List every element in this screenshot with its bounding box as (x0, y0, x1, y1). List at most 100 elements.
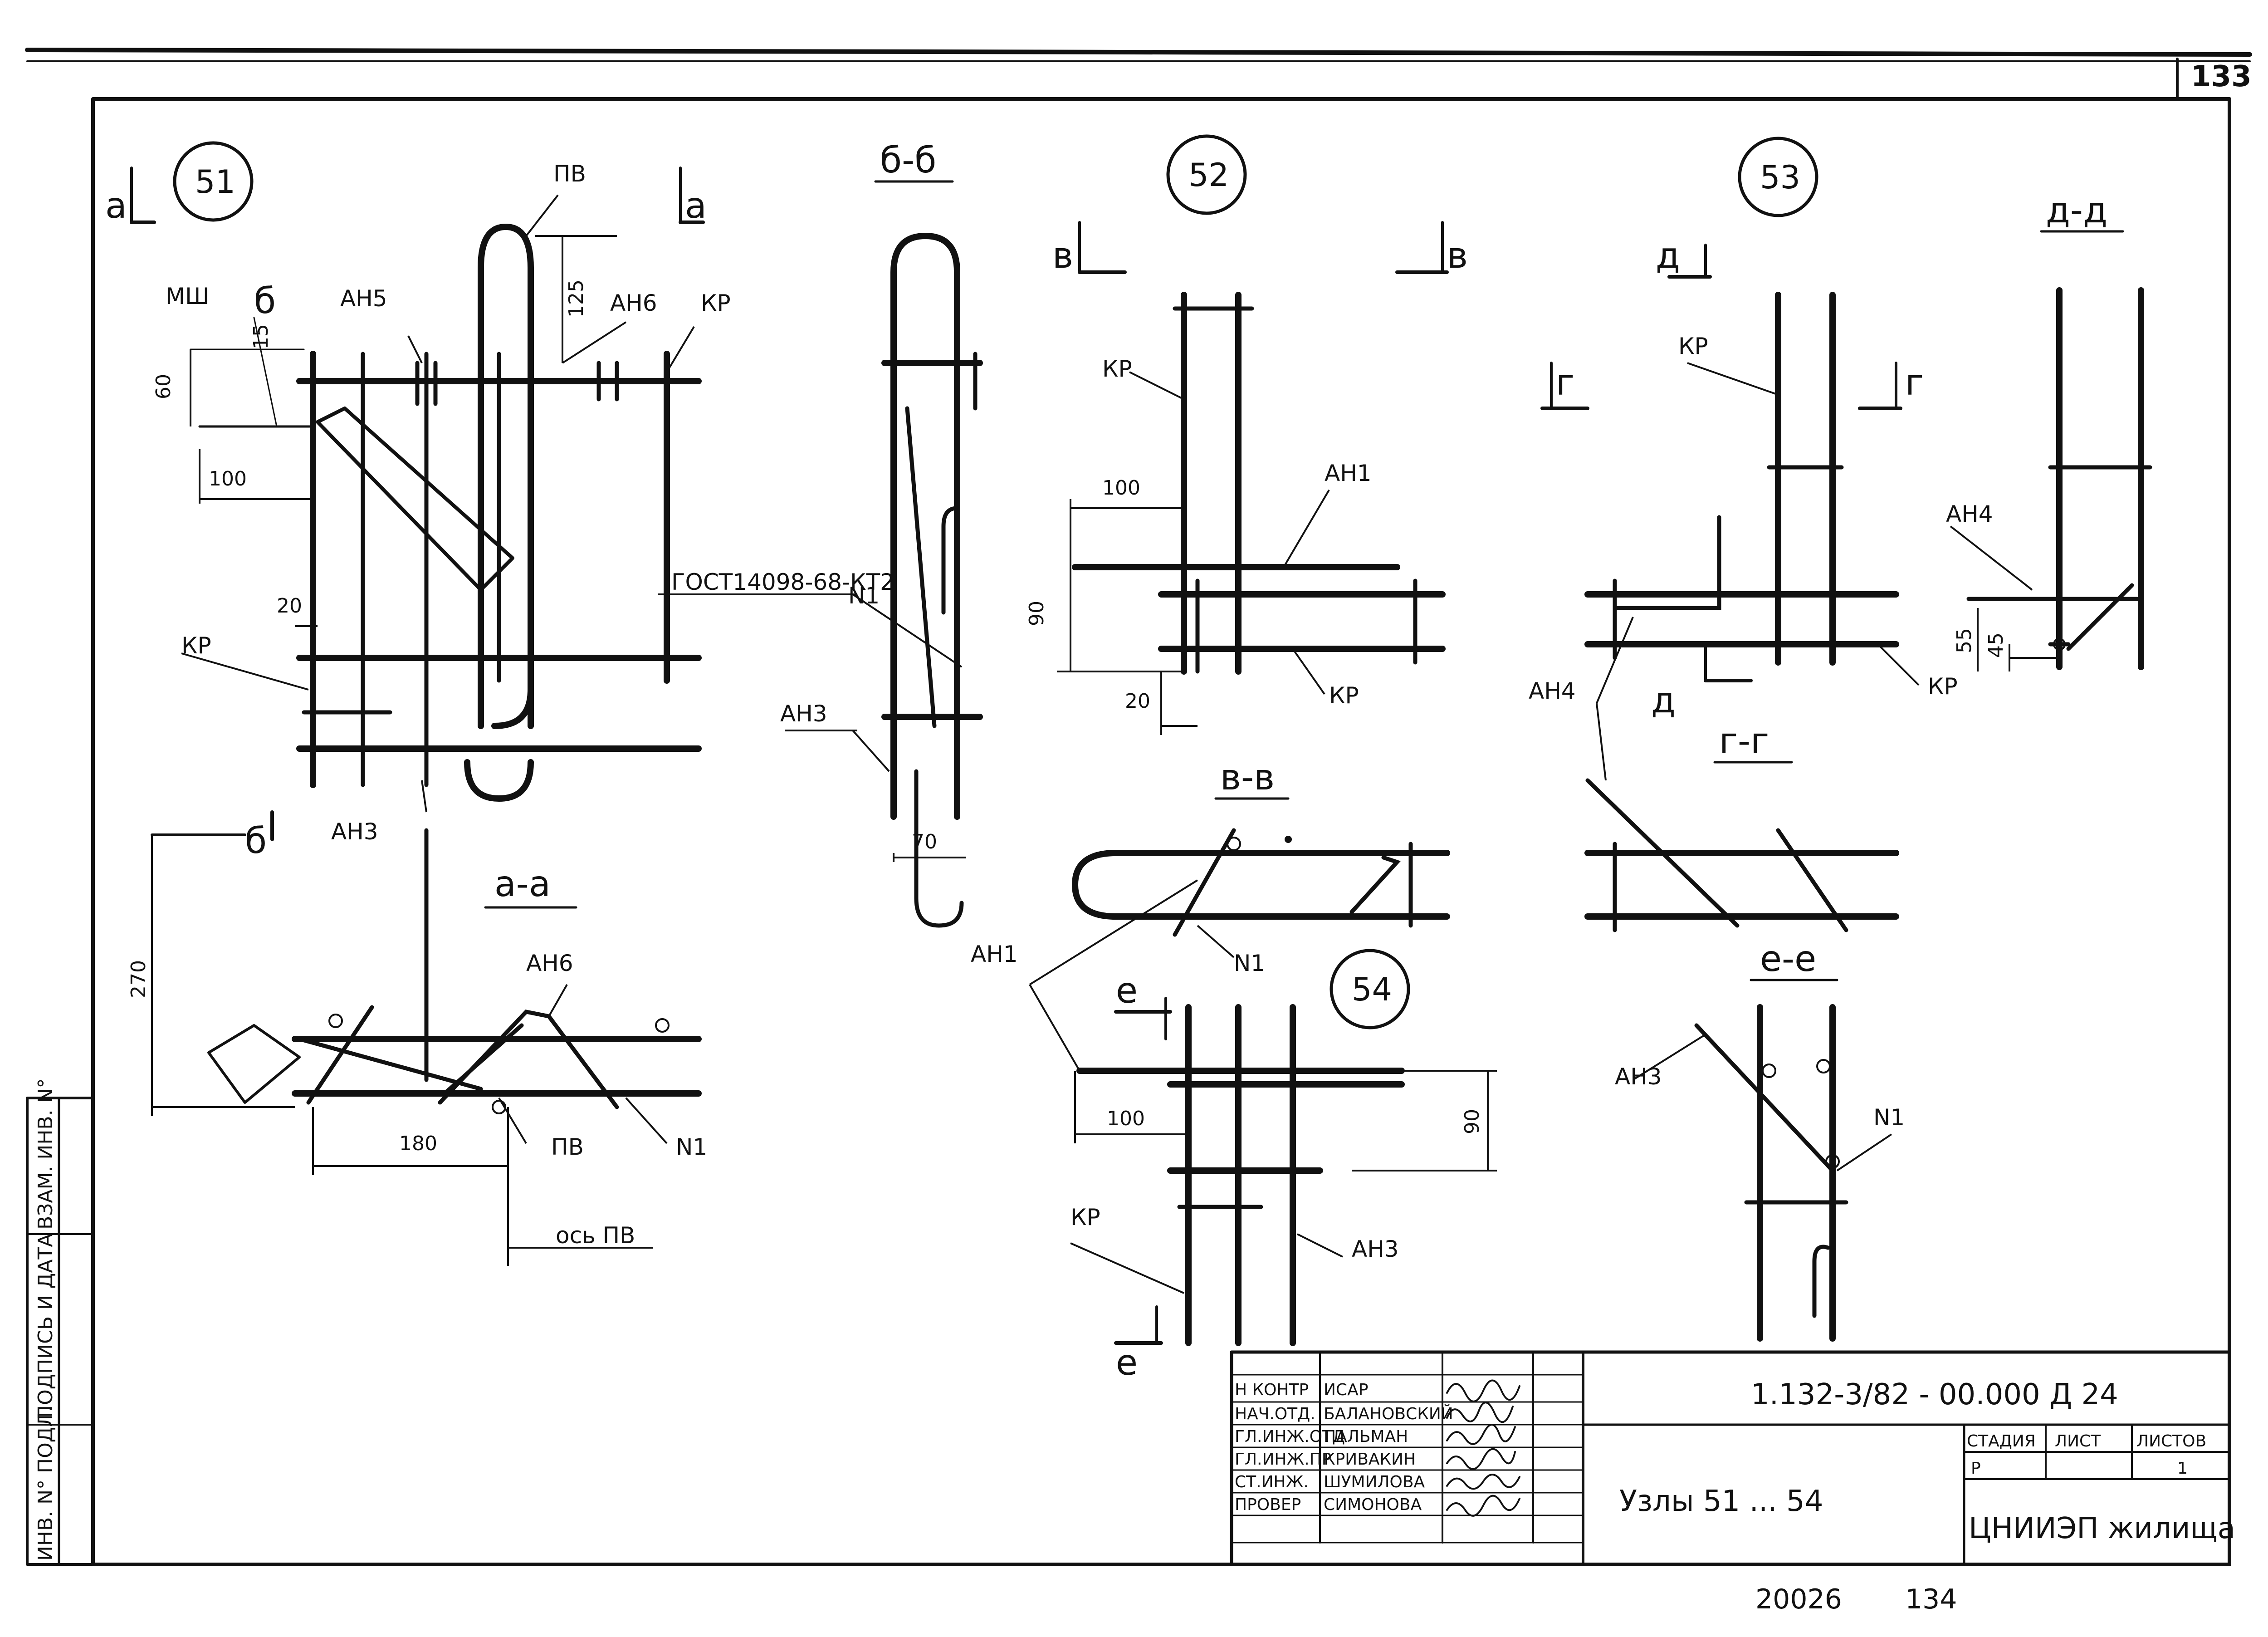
cut-mark-e-top: е (1116, 970, 1138, 1011)
n51-kr-label-left: КР (181, 632, 211, 659)
cut-mark-v-right: в (1447, 235, 1468, 276)
tb-sheet-header: ЛИСТ (2055, 1432, 2101, 1451)
n54-kr-label: КР (1070, 1204, 1100, 1230)
node-51-label: 51 (195, 163, 235, 201)
tb-sheets-header: ЛИСТОВ (2136, 1432, 2206, 1451)
n54-an3-label: АН3 (1352, 1236, 1399, 1262)
ee-n1-label: N1 (1873, 1104, 1905, 1131)
n52-kr-label-bottom: КР (1329, 682, 1359, 709)
cut-mark-e-bottom: е (1116, 1343, 1138, 1383)
n52-dim-20: 20 (1125, 690, 1150, 713)
stamp-inv-podl: ИНВ. N° ПОДЛ. (34, 1406, 57, 1561)
bb-an3-label: АН3 (780, 701, 827, 727)
tb-name-1: БАЛАНОВСКИЙ (1324, 1404, 1453, 1423)
tb-organization: ЦНИИЭП жилища (1969, 1512, 2235, 1545)
dd-an4-label: АН4 (1946, 501, 1993, 527)
dd-dim-45: 45 (1984, 632, 2008, 658)
tb-role-4: СТ.ИНЖ. (1235, 1473, 1309, 1491)
node-54-drawing: 54 е е АН1 КР АН3 100 90 (971, 879, 1497, 1383)
aa-dim-180: 180 (399, 1132, 437, 1155)
tb-stage-header: СТАДИЯ (1967, 1432, 2036, 1451)
sheet-number: 133 (2191, 60, 2252, 93)
n52-dim-90: 90 (1025, 601, 1048, 626)
sheet-frame (25, 48, 2252, 1566)
n52-dim-100: 100 (1102, 476, 1140, 500)
n51-msh-label: МШ (166, 283, 210, 309)
n52-an1-label: АН1 (1325, 460, 1372, 486)
n54-dim-100: 100 (1107, 1107, 1145, 1130)
tb-role-3: ГЛ.ИНЖ.ПР (1235, 1450, 1331, 1469)
tb-role-0: Н КОНТР (1235, 1381, 1309, 1399)
n51-an6-label: АН6 (610, 290, 657, 316)
section-d-d-title: д-д (2046, 190, 2107, 231)
cut-mark-g-right: г (1905, 363, 1924, 403)
n51-dim-125: 125 (565, 279, 588, 318)
node-52-drawing: 52 в в КР АН1 КР 100 20 90 (1025, 134, 1468, 735)
n52-kr-label-top: КР (1102, 356, 1132, 382)
tb-role-5: ПРОВЕР (1235, 1495, 1301, 1514)
aa-dim-270: 270 (127, 960, 150, 998)
node-54-label: 54 (1352, 971, 1392, 1008)
section-v-v-drawing: в-в N1 (1071, 757, 1450, 976)
node-52-label: 52 (1188, 157, 1229, 194)
tb-document-code: 1.132-3/82 - 00.000 Д 24 (1751, 1378, 2118, 1412)
tb-role-2: ГЛ.ИНЖ.ОТД (1235, 1427, 1345, 1446)
section-g-g-title: г-г (1719, 721, 1769, 762)
side-stamp: ИНВ. N° ПОДЛ. ПОДПИСЬ И ДАТА ВЗАМ. ИНВ. … (26, 1078, 94, 1566)
section-a-a-drawing: а-а б АН6 ПВ N1 180 270 ось ПВ (127, 810, 707, 1266)
signatures (1446, 1379, 1520, 1517)
tb-role-1: НАЧ.ОТД. (1235, 1405, 1315, 1423)
tb-name-4: ШУМИЛОВА (1324, 1473, 1425, 1491)
cut-mark-b-top: б (254, 281, 276, 322)
tb-name-0: ИСАР (1324, 1381, 1368, 1399)
section-v-v-title: в-в (1220, 757, 1275, 798)
n51-an3-label: АН3 (331, 818, 378, 845)
cut-mark-g-left: г (1556, 363, 1574, 403)
node-53-drawing: 53 д г г д КР КР АН4 (1529, 137, 1958, 781)
cut-mark-a-right: а (685, 186, 707, 226)
aa-an6-label: АН6 (526, 950, 573, 976)
ee-an3-label: АН3 (1615, 1064, 1662, 1090)
bb-dim-70: 70 (912, 830, 937, 853)
tb-title: Узлы 51 ... 54 (1619, 1485, 1823, 1518)
cut-mark-v-left: в (1052, 235, 1073, 276)
tb-name-3: КРИВАКИН (1324, 1450, 1416, 1469)
n51-dim-20: 20 (277, 594, 302, 618)
node-51-drawing: 51 а а (105, 141, 731, 845)
cut-mark-b-bottom: б (245, 821, 267, 862)
bb-n1-label: N1 (848, 583, 880, 609)
tb-name-2: ПАЛЬМАН (1324, 1427, 1408, 1446)
cut-mark-d-top: д (1656, 235, 1680, 276)
n51-dim-15: 15 (249, 324, 273, 349)
axis-pv-label: ось ПВ (556, 1222, 635, 1249)
n51-dim-60: 60 (152, 374, 175, 399)
n53-kr-label-top: КР (1678, 333, 1708, 359)
vv-n1-label: N1 (1234, 950, 1265, 976)
n51-an5-label: АН5 (340, 285, 387, 312)
section-g-g-drawing: г-г (1584, 721, 1899, 932)
tb-name-5: СИМОНОВА (1324, 1495, 1422, 1514)
n51-kr-label-top: КР (701, 290, 731, 316)
n53-an4-label: АН4 (1529, 678, 1576, 704)
section-b-b-title: б-б (880, 140, 936, 181)
title-block: Н КОНТР НАЧ.ОТД. ГЛ.ИНЖ.ОТД ГЛ.ИНЖ.ПР СТ… (1230, 1350, 2235, 1566)
tb-sheets: 1 (2177, 1459, 2188, 1478)
n51-dim-100: 100 (209, 467, 247, 490)
footer-right-number: 134 (1905, 1583, 1957, 1615)
aa-pv-label: ПВ (551, 1134, 584, 1160)
section-b-b-drawing: б-б ГОСТ14098-68-КТ2 N1 АН3 70 (658, 140, 983, 928)
aa-n1-label: N1 (676, 1134, 707, 1160)
n53-kr-label-bottom: КР (1928, 673, 1958, 700)
section-d-d-drawing: д-д АН4 55 45 (1946, 190, 2152, 671)
stamp-vzam-inv: ВЗАМ. ИНВ. N° (34, 1078, 57, 1230)
cut-mark-d-bottom: д (1651, 680, 1676, 721)
stamp-signature-date: ПОДПИСЬ И ДАТА (34, 1234, 57, 1420)
footer-left-number: 20026 (1755, 1583, 1842, 1615)
n54-dim-90: 90 (1461, 1109, 1484, 1134)
bb-gost-label: ГОСТ14098-68-КТ2 (671, 569, 894, 595)
cut-mark-a-left: а (105, 186, 127, 226)
dd-dim-55: 55 (1953, 628, 1976, 653)
node-53-label: 53 (1760, 159, 1800, 196)
section-e-e-title: е-е (1760, 939, 1816, 980)
